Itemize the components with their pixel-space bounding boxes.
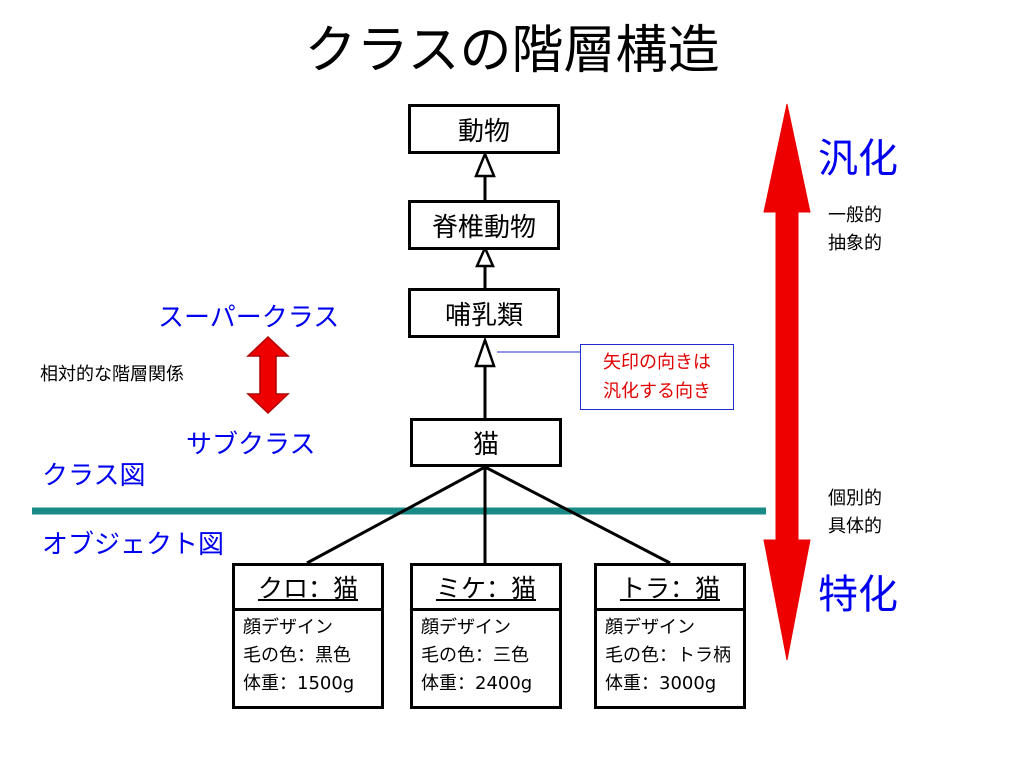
class-name-cat: 猫 — [472, 430, 499, 460]
object-name: クロ：猫 — [235, 566, 381, 611]
class-box-mammal: 哺乳類 — [408, 288, 560, 338]
concrete-label: 具体的 — [828, 516, 882, 537]
relative-hierarchy-label: 相対的な階層関係 — [40, 364, 184, 385]
subclass-label: サブクラス — [186, 430, 316, 460]
instance-line-1 — [306, 465, 486, 565]
object-attr-weight: 体重：3000g — [605, 673, 717, 694]
generalization-arrowhead-3 — [474, 336, 496, 368]
class-name-animal: 動物 — [457, 116, 510, 147]
class-box-vertebrate: 脊椎動物 — [408, 200, 560, 250]
superclass-label: スーパークラス — [158, 303, 340, 333]
object-box-tora: トラ：猫 顔デザイン 毛の色：トラ柄 体重：3000g — [594, 563, 746, 709]
object-attr-face: 顔デザイン — [421, 617, 511, 638]
object-diagram-label: オブジェクト図 — [42, 530, 225, 560]
object-name: ミケ：猫 — [413, 566, 559, 611]
object-name: トラ：猫 — [597, 566, 743, 611]
relative-hierarchy-arrow — [246, 335, 290, 415]
generalization-arrowhead-1 — [474, 150, 496, 178]
object-attr-color: 毛の色：三色 — [421, 645, 529, 666]
class-name-vertebrate: 脊椎動物 — [431, 212, 536, 243]
individual-label: 個別的 — [828, 488, 882, 509]
specialization-label: 特化 — [818, 572, 898, 618]
object-box-kuro: クロ：猫 顔デザイン 毛の色：黒色 体重：1500g — [232, 563, 384, 709]
object-attr-weight: 体重：1500g — [243, 673, 355, 694]
note-line-2: 汎化する向き — [603, 381, 711, 402]
object-attr-color: 毛の色：黒色 — [243, 645, 351, 666]
object-attr-weight: 体重：2400g — [421, 673, 533, 694]
page-title: クラスの階層構造 — [304, 21, 720, 81]
object-attr-color: 毛の色：トラ柄 — [605, 645, 731, 666]
object-attr-face: 顔デザイン — [243, 617, 333, 638]
class-box-animal: 動物 — [408, 104, 560, 154]
object-attr-face: 顔デザイン — [605, 617, 695, 638]
class-box-cat: 猫 — [410, 418, 562, 467]
abstract-label: 抽象的 — [828, 233, 882, 254]
generalization-arrowhead-2 — [475, 244, 495, 268]
object-box-mike: ミケ：猫 顔デザイン 毛の色：三色 体重：2400g — [410, 563, 562, 709]
class-name-mammal: 哺乳類 — [444, 300, 523, 331]
general-label: 一般的 — [828, 205, 882, 226]
generalization-specialization-arrow — [763, 103, 811, 661]
arrow-direction-note: 矢印の向きは 汎化する向き — [580, 344, 734, 410]
generalization-label: 汎化 — [818, 136, 898, 182]
class-diagram-label: クラス図 — [42, 461, 146, 491]
note-line-1: 矢印の向きは — [603, 352, 711, 373]
instance-line-3 — [484, 465, 671, 565]
